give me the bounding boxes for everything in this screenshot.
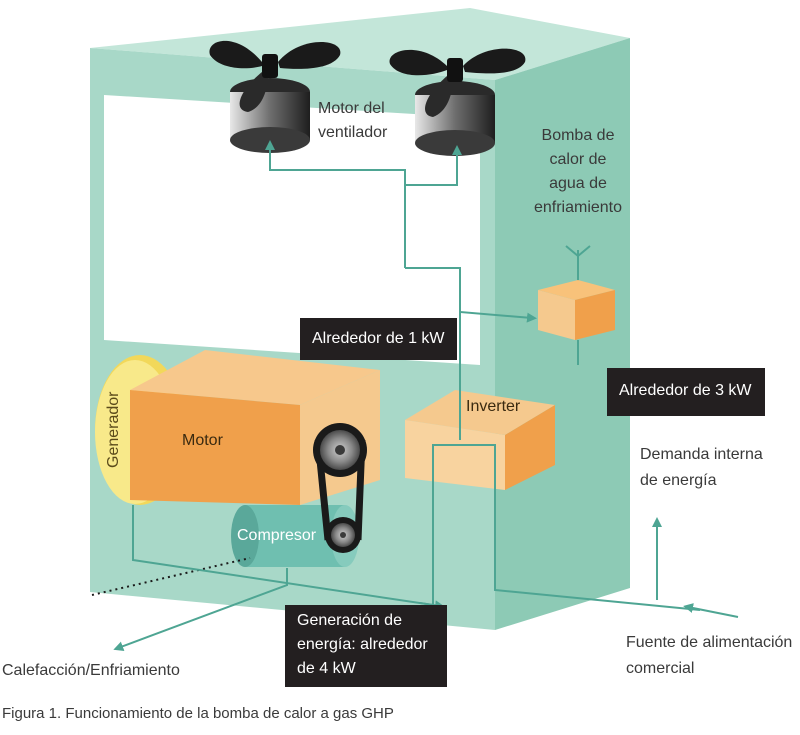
callout-3kw: Alrededor de 3 kW — [607, 368, 765, 416]
generation-line-3: de 4 kW — [297, 660, 356, 677]
water-pump-line-3: agua de — [549, 175, 607, 192]
fan-left-icon — [209, 40, 341, 153]
generation-line-1: Generación de — [297, 612, 402, 629]
water-pump-line-1: Bomba de — [541, 127, 615, 144]
water-pump — [538, 245, 615, 365]
motor-label: Motor — [182, 432, 223, 449]
fan-arrow-right — [405, 145, 462, 186]
callout-3kw-text: Alrededor de 3 kW — [619, 382, 752, 399]
belt-drive — [313, 423, 367, 553]
compressor-label: Compresor — [237, 527, 317, 544]
fan-motor-line-2: ventilador — [318, 124, 388, 141]
fan-right-icon — [389, 48, 526, 156]
inverter — [405, 390, 555, 490]
fan-arrow-left — [265, 140, 406, 268]
pump-arrow — [405, 267, 537, 323]
callout-1kw: Alrededor de 1 kW — [300, 318, 457, 360]
inverter-label: Inverter — [466, 398, 521, 415]
water-pump-line-2: calor de — [549, 151, 607, 168]
fan-motor-label: Motor del ventilador — [318, 97, 387, 145]
demand-label: Demanda interna de energía — [640, 442, 763, 494]
commercial-line-2: comercial — [626, 660, 695, 677]
generator-label: Generador — [105, 391, 122, 468]
commercial-label: Fuente de alimentación comercial — [626, 630, 792, 682]
generator-line — [132, 444, 701, 611]
generation-line-2: energía: alrededor — [297, 636, 428, 653]
water-pump-line-4: enfriamiento — [533, 199, 623, 216]
demand-line-2: de energía — [640, 472, 717, 489]
callout-generation: Generación de energía: alrededor de 4 kW — [285, 605, 447, 687]
commercial-line-1: Fuente de alimentación — [626, 634, 793, 651]
water-pump-label: Bomba de calor de agua de enfriamiento — [522, 124, 634, 220]
energy-flow-lines — [113, 140, 739, 651]
fan-motor-line-1: Motor del — [318, 100, 385, 117]
commercial-arrow — [683, 603, 739, 618]
cabinet-window — [104, 95, 480, 365]
demand-line-1: Demanda interna — [640, 446, 763, 463]
figure-caption: Figura 1. Funcionamiento de la bomba de … — [2, 705, 394, 722]
callout-1kw-text: Alrededor de 1 kW — [312, 330, 445, 347]
heating-arrow — [113, 568, 288, 651]
heating-label: Calefacción/Enfriamiento — [2, 662, 180, 679]
